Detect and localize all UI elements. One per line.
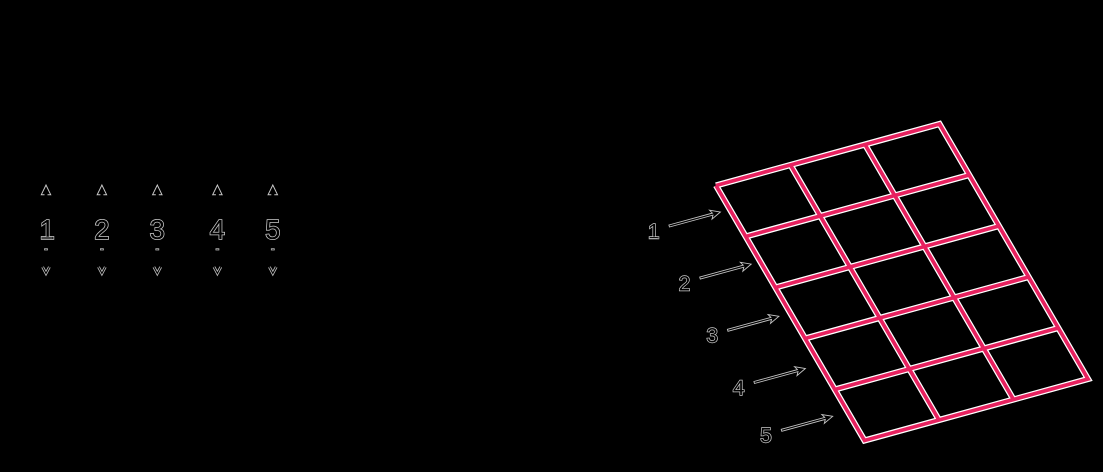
svg-text:2: 2 (679, 272, 691, 295)
svg-text:3: 3 (150, 214, 165, 245)
svg-text:4: 4 (733, 377, 745, 400)
svg-text:2: 2 (94, 214, 109, 245)
svg-text:4: 4 (210, 214, 225, 245)
svg-text:5: 5 (760, 425, 772, 448)
svg-text:3: 3 (706, 325, 718, 348)
svg-text:1: 1 (648, 220, 660, 243)
svg-text:1: 1 (40, 214, 55, 245)
svg-text:5: 5 (265, 214, 280, 245)
